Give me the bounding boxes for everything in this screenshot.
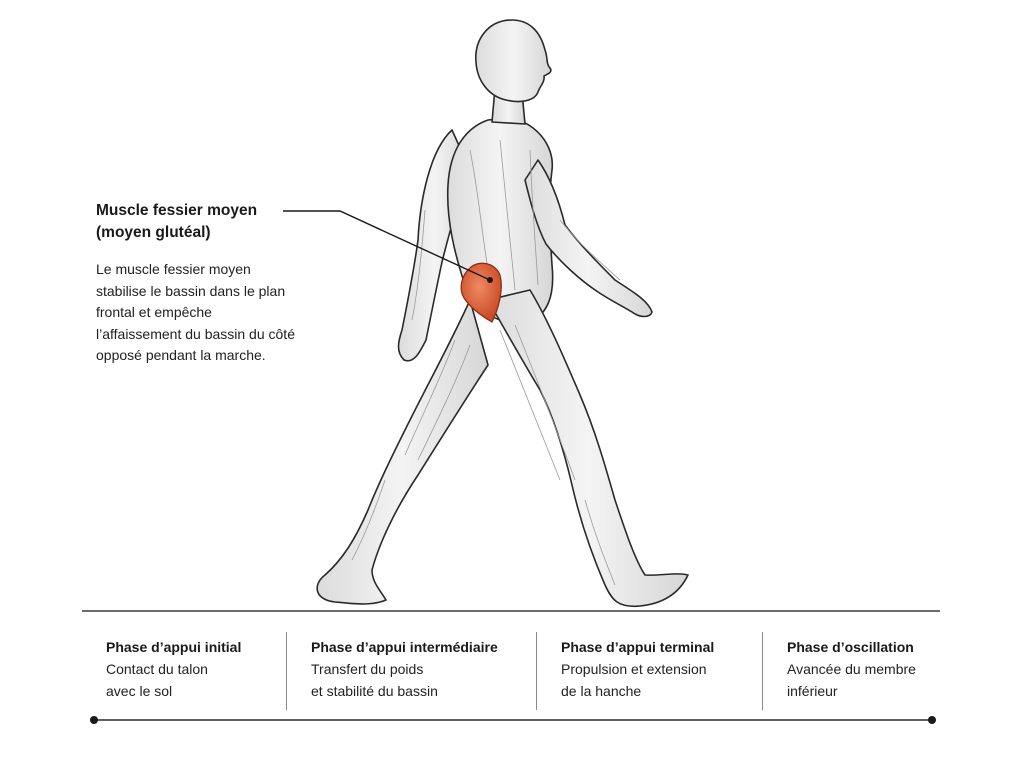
phase-mid-stance: Phase d’appui intermédiaire Transfert du…: [286, 632, 536, 710]
phase-desc-line2: de la hanche: [561, 683, 642, 699]
phase-desc-line1: Transfert du poids: [311, 661, 424, 677]
phase-title: Phase d’appui terminal: [561, 639, 715, 655]
phase-desc-line1: Propulsion et extension: [561, 661, 707, 677]
callout-title: Muscle fessier moyen (moyen glutéal): [96, 202, 258, 241]
muscle-lines: [351, 139, 621, 586]
callout-leader-line: [283, 210, 491, 281]
gait-phases: Phase d’appui initial Contact du talon a…: [82, 632, 940, 710]
phase-swing: Phase d’oscillation Avancée du membre in…: [762, 632, 940, 710]
phase-desc-line2: avec le sol: [106, 683, 173, 699]
phase-title: Phase d’appui initial: [106, 639, 242, 655]
muscle-callout: Muscle fessier moyen (moyen glutéal) Le …: [96, 200, 296, 367]
phase-title: Phase d’appui intermédiaire: [311, 639, 498, 655]
phase-desc-line2: inférieur: [787, 683, 838, 699]
front-arm: [524, 159, 653, 318]
callout-description: Le muscle fessier moyen stabilise le bas…: [96, 261, 295, 363]
timeline-end-dot: [928, 716, 936, 724]
human-body: [316, 19, 689, 608]
phase-title: Phase d’oscillation: [787, 639, 914, 655]
head: [475, 19, 552, 103]
phase-terminal-stance: Phase d’appui terminal Propulsion et ext…: [536, 632, 762, 710]
callout-anchor-dot: [487, 277, 493, 283]
timeline-start-dot: [90, 716, 98, 724]
back-leg: [316, 299, 489, 605]
front-leg: [487, 289, 689, 608]
phase-initial-stance: Phase d’appui initial Contact du talon a…: [82, 632, 286, 710]
phase-desc-line1: Contact du talon: [106, 661, 208, 677]
phase-desc-line1: Avancée du membre: [787, 661, 916, 677]
phase-desc-line2: et stabilité du bassin: [311, 683, 438, 699]
